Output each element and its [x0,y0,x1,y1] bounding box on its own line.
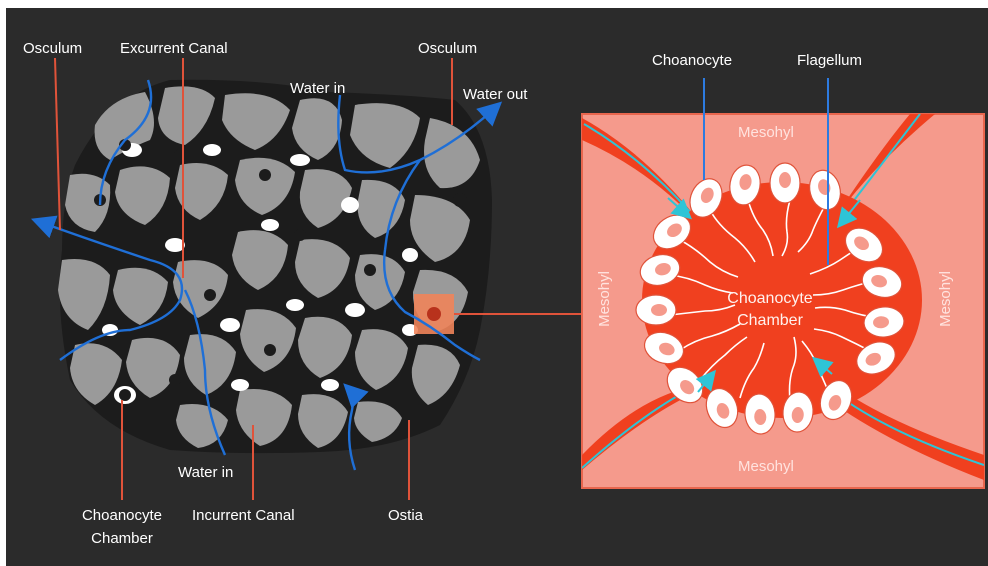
label-ostia: Ostia [388,507,423,525]
sponge-body [58,80,492,453]
label-chamber-2: Chamber [737,312,803,330]
label-water-out: Water out [463,86,527,104]
label-excurrent-canal: Excurrent Canal [120,40,228,58]
label-osculum-left: Osculum [23,40,82,58]
label-water-in-bottom: Water in [178,464,233,482]
label-water-in-top: Water in [290,80,345,98]
label-flagellum: Flagellum [797,52,862,70]
label-osculum-right: Osculum [418,40,477,58]
label-mesohyl-left: Mesohyl [596,271,614,327]
label-choanocyte-chamber-2: Chamber [91,530,153,548]
label-chamber-1: Choanocyte [727,290,812,308]
label-choanocyte: Choanocyte [652,52,732,70]
label-mesohyl-right: Mesohyl [937,271,955,327]
label-mesohyl-bottom: Mesohyl [738,458,794,476]
leader-osculum-left [55,58,60,230]
label-incurrent-canal: Incurrent Canal [192,507,295,525]
label-choanocyte-chamber-1: Choanocyte [82,507,162,525]
label-mesohyl-top: Mesohyl [738,124,794,142]
